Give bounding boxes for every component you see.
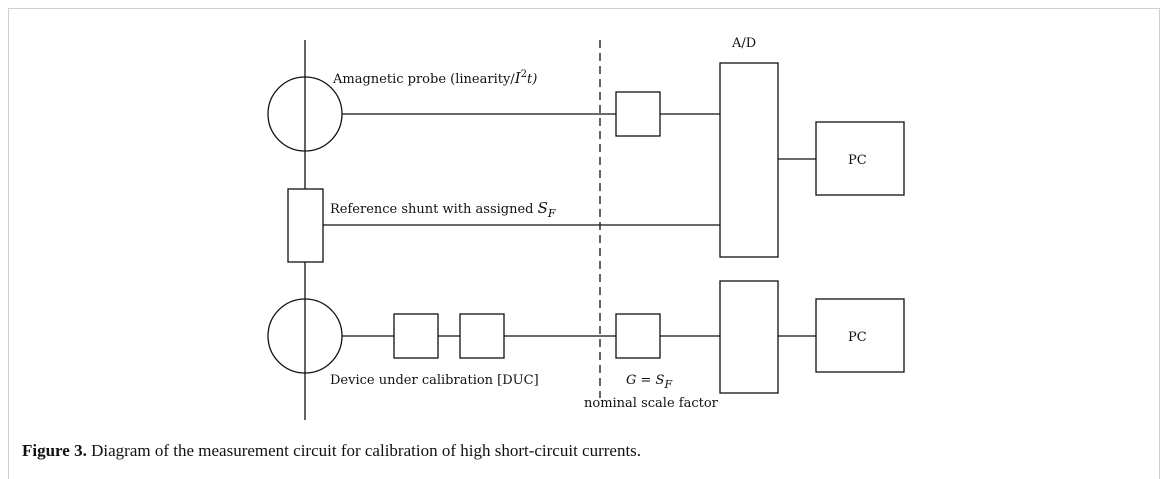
probe-label-exp: 2 — [521, 69, 527, 80]
ad-label: A/D — [731, 36, 756, 51]
figure-caption-text: Diagram of the measurement circuit for c… — [86, 441, 642, 460]
gain-label-sub: F — [663, 378, 672, 391]
gain-label: G = SF — [626, 373, 672, 391]
figure-frame — [8, 8, 1160, 479]
probe-label: Amagnetic probe (linearity/I2t) — [332, 69, 537, 87]
ad-converter-bottom — [719, 280, 779, 394]
probe-label-text: Amagnetic probe (linearity/ — [332, 72, 515, 87]
figure-caption: Figure 3. Diagram of the measurement cir… — [22, 441, 1152, 461]
shunt-label-sub: F — [547, 207, 556, 220]
pc-top-box — [815, 121, 905, 196]
ad-converter-top — [719, 62, 779, 258]
duc-amplifier-box — [615, 313, 661, 359]
duc-label: Device under calibration [DUC] — [330, 373, 539, 388]
figure-number: Figure 3. — [22, 441, 87, 460]
pc-top-label: PC — [848, 153, 867, 168]
shunt-label-var: S — [538, 199, 548, 217]
pc-bottom-label: PC — [848, 330, 867, 345]
nominal-scale-label: nominal scale factor — [584, 396, 719, 411]
duc-block-2 — [459, 313, 505, 359]
duc-block-1 — [393, 313, 439, 359]
gain-label-text: G = S — [626, 373, 665, 388]
probe-label-var: I — [514, 69, 522, 87]
probe-label-end: t) — [527, 72, 537, 87]
probe-amplifier-box — [615, 91, 661, 137]
reference-shunt-box — [287, 188, 324, 263]
shunt-label: Reference shunt with assigned SF — [330, 199, 556, 220]
shunt-label-text: Reference shunt with assigned — [330, 202, 538, 217]
pc-bottom-box — [815, 298, 905, 373]
